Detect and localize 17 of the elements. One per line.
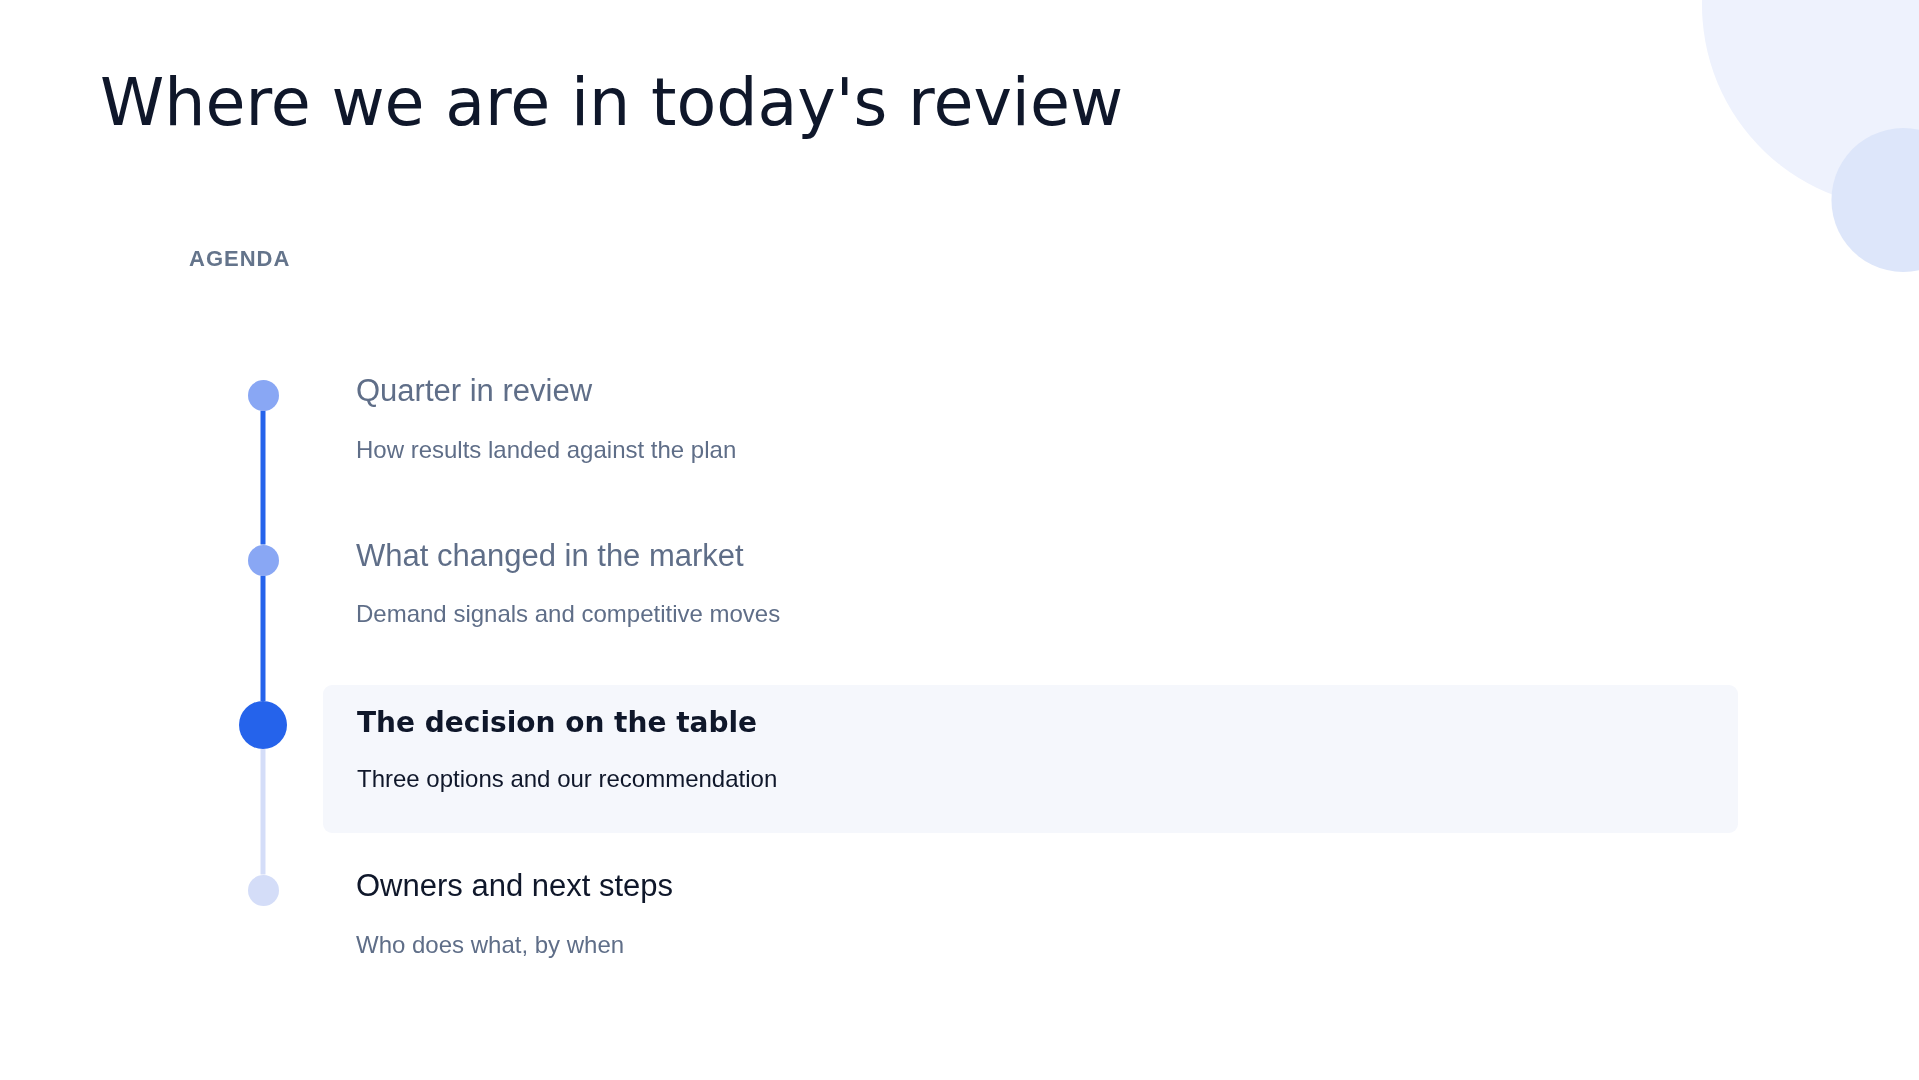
agenda-item-title: Quarter in review: [356, 372, 593, 410]
agenda-item-description: Who does what, by when: [356, 931, 625, 960]
timeline-dot: [247, 874, 279, 906]
agenda-item-title: What changed in the market: [356, 537, 744, 575]
agenda-item-description: Demand signals and competitive moves: [356, 600, 781, 629]
agenda-item-title: The decision on the table: [357, 706, 758, 740]
timeline-dot: [247, 544, 279, 576]
timeline-connector: [260, 575, 266, 701]
agenda-item-description: How results landed against the plan: [356, 436, 737, 465]
agenda-item-title: Owners and next steps: [356, 867, 674, 905]
slide-title: Where we are in today's review: [100, 64, 1124, 142]
timeline-connector: [260, 410, 266, 545]
section-label: AGENDA: [189, 246, 291, 273]
timeline-dot: [247, 379, 279, 411]
agenda-item-description: Three options and our recommendation: [357, 765, 778, 794]
timeline-connector: [260, 749, 266, 875]
timeline-dot: [239, 701, 287, 749]
